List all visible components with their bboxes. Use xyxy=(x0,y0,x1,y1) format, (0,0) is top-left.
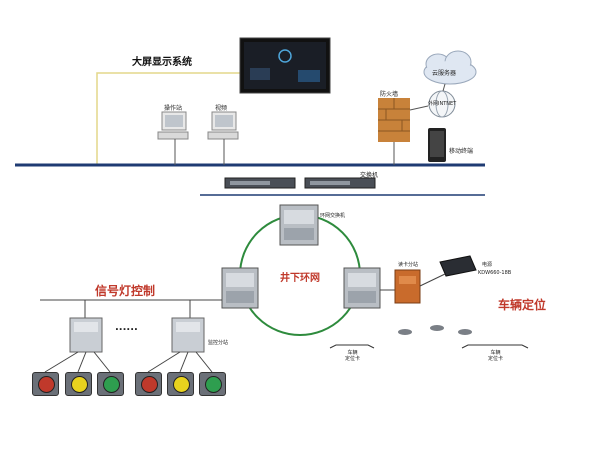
traffic-light xyxy=(167,372,194,396)
signal-splitter-2 xyxy=(171,317,205,353)
ring-switch-cabinet xyxy=(279,204,319,246)
workstation-1-label: 操作站 xyxy=(164,105,183,112)
ring-right-cabinet xyxy=(343,267,381,309)
big-screen-panel xyxy=(250,68,270,80)
workstation-2-label: 视频 xyxy=(215,105,228,112)
vehicle-card-2-line1: 车辆 xyxy=(490,350,501,356)
big-screen-bars xyxy=(298,70,320,82)
vehicle-card-2-label: 车辆 定位卡 xyxy=(488,350,503,362)
screen-link-line xyxy=(96,72,240,165)
switch-2 xyxy=(304,177,376,189)
cloud-label: 云服务器 xyxy=(432,70,457,77)
ring-switch-label: 环网交换机 xyxy=(320,213,346,219)
big-screen-gauge xyxy=(278,49,292,63)
ring-label: 井下环网 xyxy=(280,273,320,284)
power-supply-icon xyxy=(419,255,477,287)
traffic-light xyxy=(199,372,226,396)
ring-left-cabinet xyxy=(221,267,259,309)
firewall-icon xyxy=(378,98,410,165)
traffic-light-lamp xyxy=(205,376,222,393)
mobile-phone-icon xyxy=(428,128,446,162)
traffic-light-lamp xyxy=(103,376,120,393)
workstation-1 xyxy=(157,111,189,165)
firewall-label: 防火墙 xyxy=(380,91,399,98)
internet-globe-icon xyxy=(409,90,456,118)
traffic-light-lamp xyxy=(173,376,190,393)
splitter-label: 监控分站 xyxy=(208,340,229,346)
cloud-icon xyxy=(423,50,477,92)
signal-ellipsis: ...... xyxy=(115,322,138,333)
vehicle-card-1-label: 车辆 定位卡 xyxy=(345,350,360,362)
vehicle-card-1-line1: 车辆 xyxy=(347,350,358,356)
traffic-light-lamp xyxy=(71,376,88,393)
traffic-light xyxy=(135,372,162,396)
mobile-label: 移动终端 xyxy=(449,148,474,155)
workstation-2 xyxy=(207,111,239,165)
traffic-light xyxy=(97,372,124,396)
signal-title: 信号灯控制 xyxy=(95,284,156,298)
light-links xyxy=(44,351,213,373)
traffic-light xyxy=(32,372,59,396)
vehicle-title: 车辆定位 xyxy=(498,298,547,312)
power-label: 电源 xyxy=(482,262,493,268)
traffic-light-lamp xyxy=(38,376,55,393)
vehicle-card-1-line2: 定位卡 xyxy=(345,356,361,362)
reader-label: 读卡分站 xyxy=(398,262,419,268)
signal-splitter-1 xyxy=(69,317,103,353)
power-model-label: KDW660-18B xyxy=(478,270,512,276)
vehicle-card-2-line2: 定位卡 xyxy=(488,356,504,362)
internet-label: 外网INTNET xyxy=(428,101,457,107)
traffic-light-lamp xyxy=(141,376,158,393)
switch-label: 交换机 xyxy=(360,172,379,179)
big-screen-label: 大屏显示系统 xyxy=(132,57,192,68)
traffic-light xyxy=(65,372,92,396)
switch-1 xyxy=(224,177,296,189)
vehicle-tags xyxy=(398,325,472,335)
card-reader-box xyxy=(394,269,421,304)
reader-antennas xyxy=(329,344,529,349)
